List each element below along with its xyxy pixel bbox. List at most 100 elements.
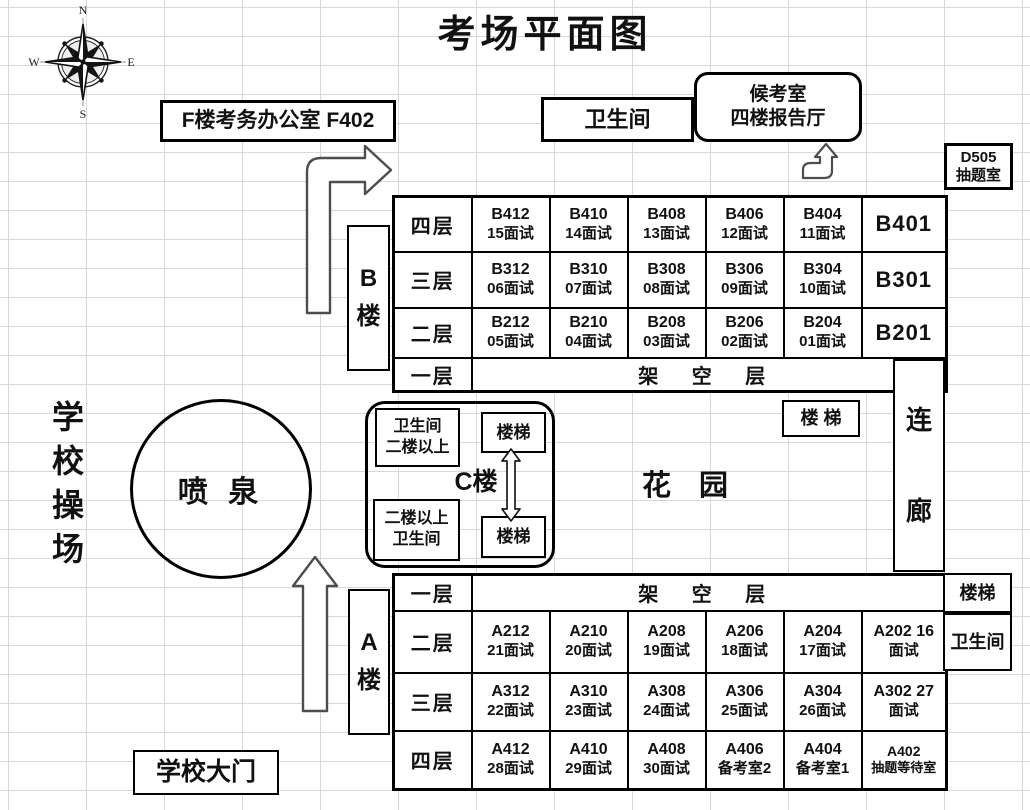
small-bent-arrow-icon xyxy=(801,142,839,180)
room-assignment: 18面试 xyxy=(721,642,768,660)
c-stairs-bottom: 楼梯 xyxy=(481,516,546,558)
room-number: A308 xyxy=(647,683,686,701)
room-assignment: 29面试 xyxy=(565,760,612,778)
room-number: B308 xyxy=(647,261,686,279)
a-side-restroom-text: 卫生间 xyxy=(950,631,1005,652)
c-building xyxy=(365,401,555,568)
room-number: A412 xyxy=(491,741,530,759)
room-assignment: 11面试 xyxy=(799,224,846,242)
c-restroom-top-line1: 卫生间 xyxy=(393,417,442,435)
floor-label: 一层 xyxy=(392,573,473,612)
c-stairs-bottom-label: 楼梯 xyxy=(496,527,531,547)
room-number: B412 xyxy=(491,205,530,223)
room-number: B310 xyxy=(569,261,608,279)
garden-stairs-label: 楼 梯 xyxy=(782,400,860,437)
room-assignment: 23面试 xyxy=(565,702,612,720)
room-assignment: 06面试 xyxy=(487,280,534,298)
room-assignment: 28面试 xyxy=(487,760,534,778)
corridor-line1: 连 xyxy=(905,405,932,435)
room-number: A304 xyxy=(803,683,842,701)
room-assignment: 03面试 xyxy=(643,333,690,351)
a-side-stairs: 楼梯 xyxy=(943,573,1012,613)
room-number: A208 xyxy=(647,623,686,641)
restroom-top-text: 卫生间 xyxy=(584,106,651,132)
building-a-label: A 楼 xyxy=(348,589,390,735)
building-a-line1: A xyxy=(360,629,378,656)
room-number: B208 xyxy=(647,314,686,332)
c-restroom-bottom: 二楼以上 卫生间 xyxy=(373,499,460,561)
room-number: B410 xyxy=(569,205,608,223)
corridor-label: 连 廊 xyxy=(893,359,945,572)
room-number: A408 xyxy=(647,741,686,759)
stilt-floor-cell: 架 空 层 xyxy=(470,356,948,393)
room-number: B404 xyxy=(803,205,842,223)
room-assignment: 26面试 xyxy=(799,702,846,720)
room-cell: B301 xyxy=(860,250,948,309)
room-number: B406 xyxy=(725,205,764,223)
a-side-stairs-text: 楼梯 xyxy=(959,582,996,603)
page-title: 考场平面图 xyxy=(437,14,653,56)
d505-line1: D505 xyxy=(960,148,997,166)
c-restroom-top-line2: 二楼以上 xyxy=(385,438,450,456)
corridor-line2: 廊 xyxy=(905,495,932,526)
room-number: B304 xyxy=(803,261,842,279)
building-b-line1: B xyxy=(359,265,378,292)
d505-line2: 抽题室 xyxy=(955,166,1001,184)
room-number: B206 xyxy=(725,314,764,332)
room-assignment: 15面试 xyxy=(487,224,534,242)
compass-n-label: N xyxy=(79,3,88,17)
room-assignment: 24面试 xyxy=(643,702,690,720)
room-assignment: 12面试 xyxy=(721,224,768,242)
room-assignment: 17面试 xyxy=(799,642,846,660)
room-number: A310 xyxy=(569,683,608,701)
garden-text: 花 园 xyxy=(641,469,739,502)
room-number: B312 xyxy=(491,261,530,279)
room-number: A404 xyxy=(803,741,842,759)
room-assignment: 抽题等待室 xyxy=(871,760,937,776)
room-assignment: 13面试 xyxy=(643,224,690,242)
compass-e-label: E xyxy=(127,55,134,69)
waiting-room-line2: 四楼报告厅 xyxy=(730,108,826,129)
room-number: B204 xyxy=(803,314,842,332)
room-number: B212 xyxy=(491,314,530,332)
room-number: A302 27 xyxy=(873,683,935,701)
a-side-restroom: 卫生间 xyxy=(943,613,1012,671)
room-assignment: 08面试 xyxy=(643,280,690,298)
floor-label: 三层 xyxy=(392,671,473,732)
c-restroom-bottom-line2: 卫生间 xyxy=(392,531,441,548)
gate-label: 学校大门 xyxy=(133,750,279,795)
floor-label: 三层 xyxy=(392,250,473,309)
c-stairs-top: 楼梯 xyxy=(481,412,546,453)
room-number: B210 xyxy=(569,314,608,332)
room-assignment: 01面试 xyxy=(799,333,846,351)
room-cell: B201 xyxy=(860,306,948,359)
gate-text: 学校大门 xyxy=(155,757,256,786)
up-arrow-icon xyxy=(291,555,339,713)
stilt-floor-cell: 架 空 层 xyxy=(470,573,948,612)
room-number: A206 xyxy=(725,623,764,641)
room-assignment: 07面试 xyxy=(565,280,612,298)
room-number: A306 xyxy=(725,683,764,701)
f-office-text: F楼考务办公室 F402 xyxy=(181,108,375,132)
room-number: A406 xyxy=(725,741,764,759)
d505-room-label: D505 抽题室 xyxy=(944,143,1013,190)
